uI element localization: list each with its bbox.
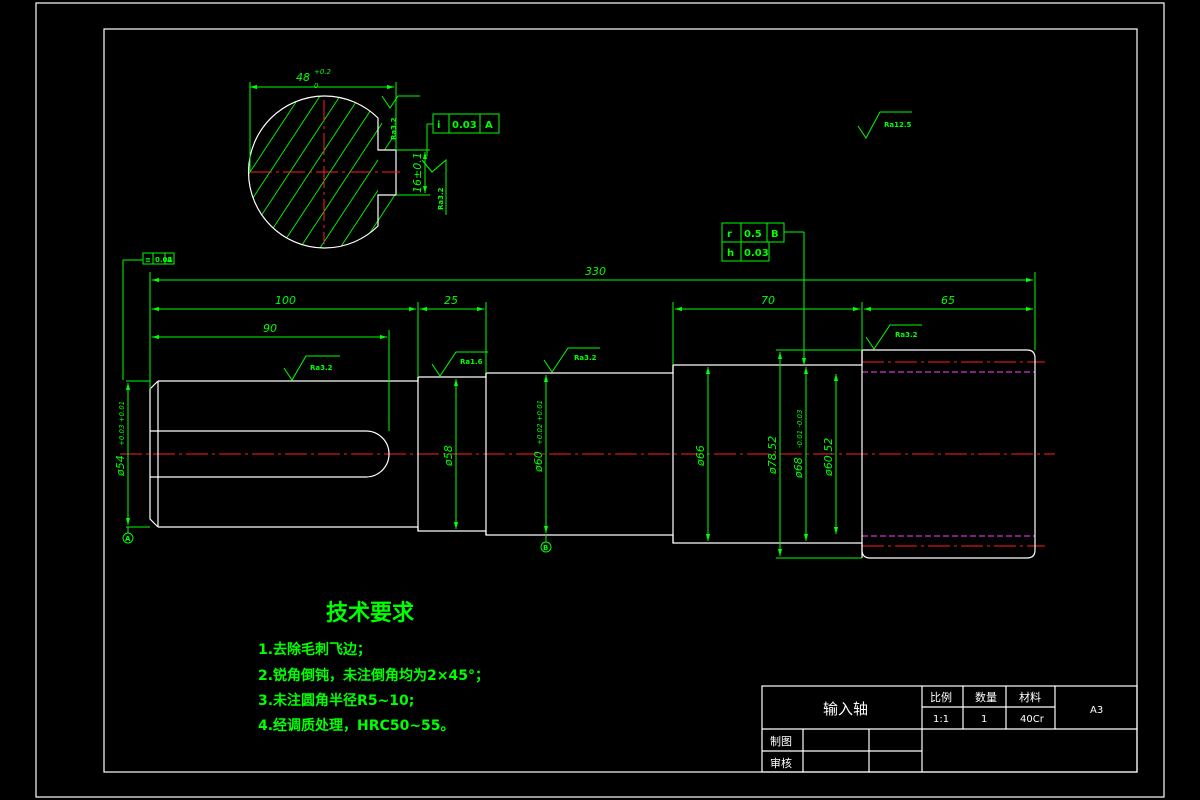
- note-3: 3.未注圆角半径R5~10;: [258, 692, 414, 709]
- general-roughness-label: Ra12.5: [884, 121, 912, 129]
- drawn-label: 制图: [770, 735, 792, 748]
- dia-78-dim: ø78.52: [766, 436, 779, 475]
- right-fcf-top-datum: B: [771, 229, 779, 240]
- section-tolerance-frame: i 0.03 A: [432, 113, 500, 134]
- section-fcf-value: 0.03: [452, 120, 477, 131]
- shaft-main-view: 330 100 90 25 70 65 ø54 +0.03 +0.01 ø58 …: [114, 222, 1055, 559]
- len-70-dim: 70: [761, 294, 775, 307]
- dia-60-dim: ø60: [532, 451, 545, 473]
- svg-text:B: B: [543, 544, 548, 552]
- dia-6052-dim: ø60.52: [822, 438, 835, 477]
- len-25-dim: 25: [444, 294, 458, 307]
- dia-54-dim: ø54: [114, 455, 127, 477]
- scale-header: 比例: [930, 690, 952, 704]
- dia-68-dim: ø68: [792, 457, 805, 479]
- total-length-dim: 330: [585, 265, 606, 278]
- dia-66-dim: ø66: [694, 445, 707, 467]
- seg60-roughness: Ra3.2: [574, 354, 597, 362]
- datum-a-marker: A: [122, 527, 134, 544]
- keyway-slot: [150, 430, 390, 478]
- right-fcf-top-value: 0.5: [744, 229, 762, 240]
- left-fcf-datum: A: [167, 256, 173, 264]
- keyway-roughness: Ra3.2: [390, 117, 398, 140]
- qty-value: 1: [981, 714, 987, 725]
- sheet-outer-border: [35, 2, 1165, 798]
- part-name: 输入轴: [823, 700, 868, 718]
- len-65-dim: 65: [941, 294, 955, 307]
- cross-section-view: 48 +0.2 0 16±0.1 Ra3.2 Ra3.2 i 0.03 A: [247, 68, 500, 249]
- side-roughness: Ra3.2: [437, 187, 445, 210]
- dia-58-dim: ø58: [442, 445, 455, 467]
- note-1: 1.去除毛刺飞边；: [258, 641, 371, 658]
- svg-text:A: A: [125, 535, 131, 543]
- section-width-dim: 48: [296, 71, 310, 84]
- qty-header: 数量: [975, 691, 997, 704]
- keyseg-roughness: Ra3.2: [310, 364, 333, 372]
- right-fcf-bottom-value: 0.03: [744, 248, 769, 259]
- left-fcf-symbol: ≡: [145, 256, 151, 264]
- notes-title: 技术要求: [326, 601, 414, 626]
- section-width-tol-lower: 0: [314, 82, 319, 90]
- section-fcf-datum: A: [485, 120, 493, 131]
- seg58-roughness: Ra1.6: [460, 358, 483, 366]
- datum-b-marker: B: [540, 535, 552, 553]
- dia-54-tol: +0.03 +0.01: [118, 401, 126, 446]
- dia-60-tol: +0.02 +0.01: [536, 400, 544, 445]
- note-2: 2.锐角倒钝，未注倒角均为2×45°；: [258, 667, 489, 684]
- sheet-inner-border: [103, 28, 1138, 773]
- section-depth-dim: 16±0.1: [411, 152, 424, 193]
- right-tolerance-frames: r 0.5 B h 0.03: [721, 222, 807, 365]
- section-fcf-symbol: i: [437, 120, 440, 131]
- checked-label: 审核: [770, 756, 792, 770]
- right-fcf-bottom-symbol: h: [727, 248, 734, 259]
- title-block: 输入轴 比例 数量 材料 1:1 1 40Cr A3 制图 审核: [761, 685, 1138, 773]
- section-width-tol-upper: +0.2: [314, 68, 332, 76]
- sheet-size: A3: [1090, 705, 1103, 716]
- note-4: 4.经调质处理，HRC50~55。: [258, 717, 455, 734]
- gear-roughness: Ra3.2: [895, 331, 918, 339]
- general-roughness-symbol: Ra12.5: [857, 111, 912, 139]
- len-90-dim: 90: [263, 322, 277, 335]
- technical-notes: 技术要求 1.去除毛刺飞边； 2.锐角倒钝，未注倒角均为2×45°； 3.未注圆…: [258, 601, 489, 734]
- len-100-dim: 100: [275, 294, 296, 307]
- dia-68-tol: -0.01 -0.03: [796, 410, 804, 448]
- material-value: 40Cr: [1020, 714, 1045, 725]
- right-fcf-top-symbol: r: [727, 229, 732, 240]
- left-tolerance-frame: ≡ 0.02 A: [122, 252, 175, 380]
- section-outline: [247, 95, 397, 249]
- gear-section: [861, 349, 1036, 559]
- left-fcf-value: 0.02: [155, 256, 172, 264]
- material-header: 材料: [1019, 690, 1041, 704]
- scale-value: 1:1: [933, 714, 949, 725]
